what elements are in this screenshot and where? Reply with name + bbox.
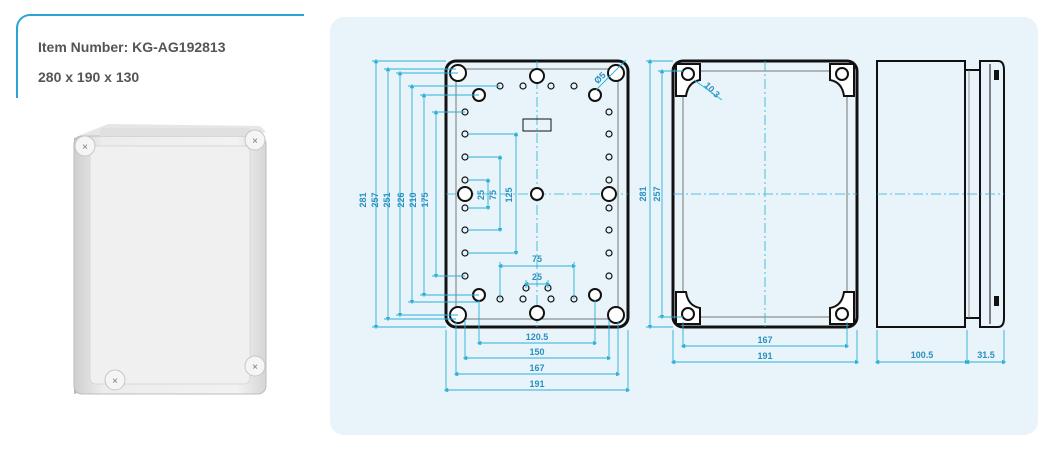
dim-25-vertical: 25 — [476, 190, 486, 200]
dim-120-5: 120.5 — [526, 332, 549, 342]
svg-text:×: × — [252, 136, 258, 147]
dim-125: 125 — [504, 187, 514, 202]
hole-diameter: Ø5 — [592, 70, 608, 86]
dim-75-vertical: 75 — [488, 190, 498, 200]
back-dim-191: 191 — [757, 351, 772, 361]
dim-191: 191 — [529, 379, 544, 389]
corner-radius: 10.3 — [702, 80, 721, 99]
corner-screw-bottom-right: × — [244, 355, 266, 377]
svg-text:×: × — [112, 376, 118, 387]
dim-210: 210 — [408, 192, 418, 207]
dim-251: 251 — [382, 192, 392, 207]
back-dim-167: 167 — [757, 335, 772, 345]
corner-screw-bottom-left: × — [104, 369, 126, 391]
svg-text:×: × — [252, 362, 258, 373]
back-dim-281: 281 — [638, 186, 648, 201]
side-view: 100.5 31.5 — [874, 60, 1007, 365]
side-dim-100-5: 100.5 — [911, 350, 934, 360]
product-enclosure-image: × × × × — [73, 124, 267, 395]
dim-75-horizontal: 75 — [532, 254, 542, 264]
corner-screw-top-right: × — [244, 129, 266, 151]
dim-175: 175 — [420, 192, 430, 207]
dim-150: 150 — [529, 347, 544, 357]
dim-257: 257 — [370, 192, 380, 207]
back-view: 281 257 167 191 10.3 — [638, 58, 860, 365]
item-size: 280 x 190 x 130 — [38, 69, 140, 85]
side-dim-31-5: 31.5 — [977, 350, 995, 360]
dim-226: 226 — [396, 192, 406, 207]
svg-text:×: × — [82, 142, 88, 153]
back-dim-257: 257 — [652, 186, 662, 201]
item-number: Item Number: KG-AG192813 — [38, 39, 226, 55]
dim-25-horizontal: 25 — [532, 272, 542, 282]
dim-281: 281 — [358, 192, 368, 207]
corner-screw-top-left: × — [74, 135, 96, 157]
front-view: 281 257 251 226 210 175 25 75 125 75 25 … — [358, 58, 631, 393]
dim-167: 167 — [529, 363, 544, 373]
info-card: Item Number: KG-AG192813 280 x 190 x 130 — [16, 14, 304, 98]
